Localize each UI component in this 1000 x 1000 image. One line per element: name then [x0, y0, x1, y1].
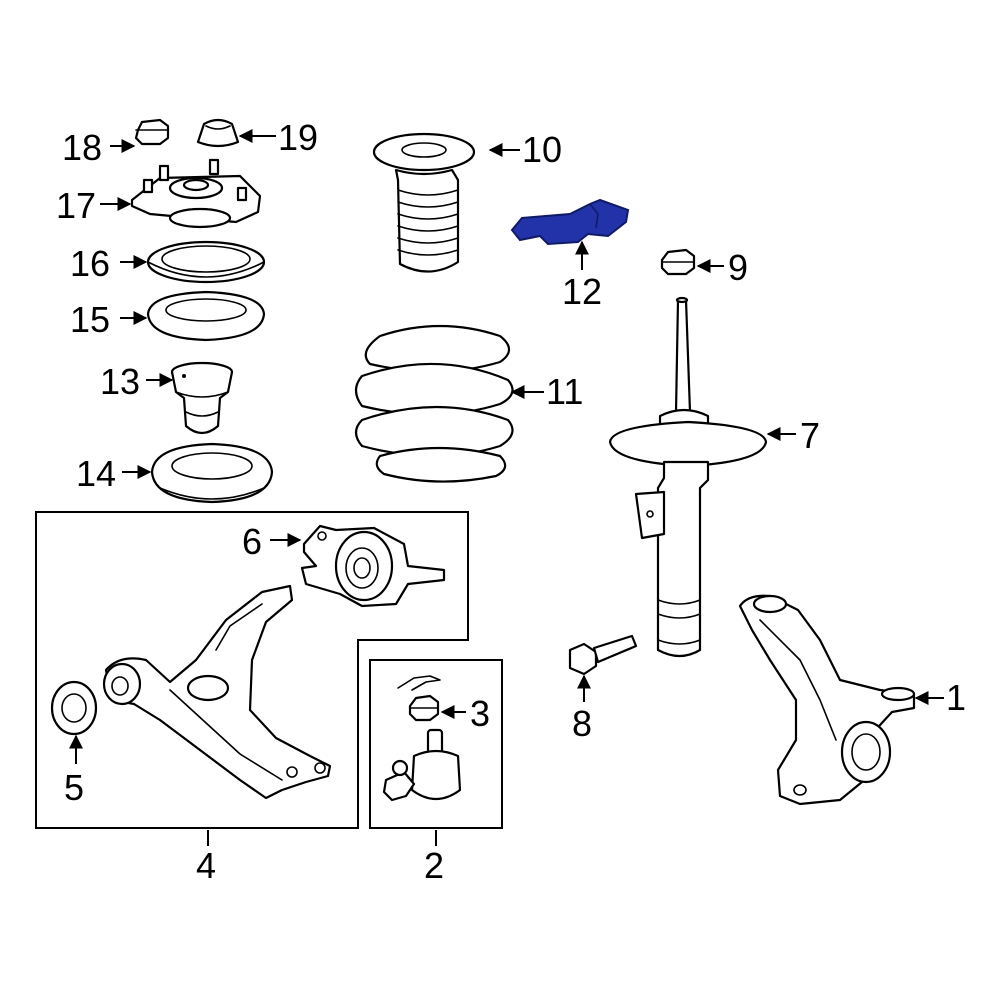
- callout-14: 14: [76, 453, 116, 494]
- box-ball-joint-assembly: [369, 659, 503, 829]
- part-3-nut[interactable]: [397, 675, 441, 722]
- part-13-bump-stop[interactable]: [170, 361, 234, 435]
- callout-5: 5: [64, 767, 84, 808]
- part-17-strut-mount[interactable]: [130, 158, 262, 229]
- part-2-ball-joint[interactable]: [382, 728, 462, 802]
- callout-19: 19: [278, 117, 318, 158]
- part-14-lower-insulator[interactable]: [150, 442, 274, 504]
- part-1-steering-knuckle[interactable]: [738, 594, 916, 806]
- part-10-dust-boot[interactable]: [372, 132, 476, 273]
- callout-18: 18: [62, 127, 102, 168]
- part-5-seal[interactable]: [50, 680, 98, 736]
- callout-11: 11: [546, 371, 583, 412]
- callout-leaders: [69, 129, 944, 846]
- callout-15: 15: [70, 299, 110, 340]
- part-18-nut[interactable]: [134, 118, 170, 146]
- callout-7: 7: [800, 415, 820, 456]
- callout-8: 8: [572, 703, 592, 744]
- callout-17: 17: [56, 185, 96, 226]
- part-4-lower-control-arm[interactable]: [102, 584, 332, 800]
- callout-6: 6: [242, 521, 262, 562]
- callout-labels: 18 19 17 16 15 13 14 10 11 12 9 7 6 5 1 …: [56, 117, 966, 886]
- part-12-bracket-highlighted[interactable]: [510, 198, 630, 246]
- callout-1: 1: [946, 677, 966, 718]
- callout-13: 13: [100, 361, 140, 402]
- callout-9: 9: [728, 247, 748, 288]
- part-19-cap[interactable]: [196, 118, 240, 148]
- part-11-coil-spring[interactable]: [354, 324, 514, 483]
- callout-16: 16: [70, 243, 110, 284]
- part-15-spring-seat[interactable]: [146, 290, 266, 342]
- callout-3: 3: [470, 693, 490, 734]
- part-16-bearing[interactable]: [146, 240, 266, 284]
- part-8-bolt[interactable]: [568, 634, 638, 676]
- callout-12: 12: [562, 271, 602, 312]
- box-lower-arm-assembly: [35, 511, 469, 829]
- part-9-nut[interactable]: [660, 248, 696, 276]
- callout-10: 10: [522, 129, 562, 170]
- part-6-bushing[interactable]: [300, 524, 446, 608]
- callout-4: 4: [196, 845, 216, 886]
- callout-2: 2: [424, 845, 444, 886]
- part-7-strut-assembly[interactable]: [608, 296, 768, 658]
